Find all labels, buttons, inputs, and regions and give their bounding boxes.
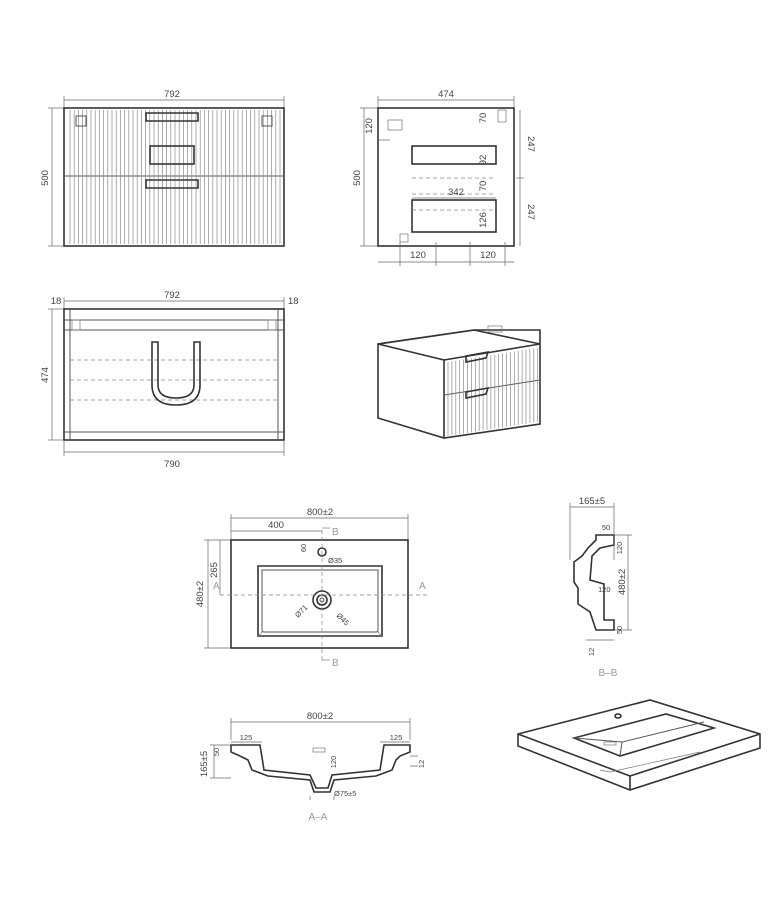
basin-depth-label: 480±2 bbox=[195, 581, 206, 607]
cabinet-isometric bbox=[377, 325, 541, 439]
basin-plan-view: 800±2 400 B 480±2 265 Ø35 60 Ø71 Ø45 A A… bbox=[195, 507, 428, 669]
section-aa: 800±2 125 125 50 165±5 120 12 Ø75±5 A–A bbox=[199, 711, 426, 823]
section-a-right-marker: A bbox=[419, 581, 426, 592]
side-depth-label: 474 bbox=[438, 89, 454, 100]
side-d247-upper: 247 bbox=[525, 136, 536, 152]
lower-drawer-box bbox=[411, 199, 497, 233]
basin-d45: Ø45 bbox=[335, 611, 351, 627]
top-depth-label: 474 bbox=[40, 367, 51, 383]
section-b-bottom-marker: B bbox=[332, 658, 339, 669]
side-d120-left: 120 bbox=[410, 250, 426, 261]
aa-drain-label: Ø75±5 bbox=[334, 789, 356, 798]
side-d342: 342 bbox=[448, 187, 464, 198]
aa-d125-right: 125 bbox=[390, 733, 403, 742]
side-view: 474 500 120 342 70 92 70 126 247 247 120… bbox=[352, 89, 536, 266]
upper-drawer-box bbox=[411, 145, 497, 165]
cabinet-top-outline bbox=[63, 308, 285, 441]
front-width-label: 792 bbox=[164, 89, 180, 100]
basin-d35: Ø35 bbox=[328, 556, 342, 565]
section-bb: 165±5 50 480±2 120 120 50 12 B–B bbox=[569, 496, 632, 679]
top-side-right: 18 bbox=[288, 296, 299, 307]
bb-section-profile bbox=[573, 534, 615, 631]
aa-d12: 12 bbox=[417, 760, 426, 768]
fluted-panel bbox=[69, 110, 281, 244]
side-d247-lower: 247 bbox=[525, 204, 536, 220]
bb-height-label: 480±2 bbox=[617, 569, 628, 595]
basin-d71: Ø71 bbox=[293, 603, 309, 619]
basin-d265: 265 bbox=[209, 562, 220, 578]
front-view: 792 500 bbox=[40, 89, 285, 247]
basin-d60: 60 bbox=[299, 544, 308, 552]
aa-section-profile bbox=[230, 744, 411, 793]
bb-d12: 12 bbox=[587, 648, 596, 656]
section-a-left-marker: A bbox=[213, 581, 220, 592]
side-d70-lower: 70 bbox=[478, 181, 489, 192]
side-d126: 126 bbox=[478, 212, 489, 228]
aa-d50: 50 bbox=[212, 748, 221, 756]
bracket-right bbox=[261, 115, 273, 127]
top-view: 792 18 18 474 790 bbox=[40, 290, 299, 470]
basin-width-label: 800±2 bbox=[307, 507, 333, 518]
aa-d125-left: 125 bbox=[240, 733, 253, 742]
cabinet-front-outline bbox=[63, 107, 285, 247]
bracket-left bbox=[75, 115, 87, 127]
top-width-bottom-label: 790 bbox=[164, 459, 180, 470]
basin-iso-tap-hole bbox=[614, 713, 622, 719]
aa-width-label: 800±2 bbox=[307, 711, 333, 722]
side-height-label: 500 bbox=[352, 170, 363, 186]
section-b-top-marker: B bbox=[332, 527, 339, 538]
bb-section-title: B–B bbox=[599, 668, 618, 679]
bb-d120-b: 120 bbox=[598, 585, 611, 594]
bb-d120-a: 120 bbox=[615, 542, 624, 555]
bb-d50-bot: 50 bbox=[615, 626, 624, 634]
fluted-drawer-fronts bbox=[447, 347, 539, 436]
side-d120-right: 120 bbox=[480, 250, 496, 261]
siphon-cutout-top bbox=[151, 341, 201, 406]
basin-iso-bowl bbox=[571, 713, 717, 757]
aa-section-title: A–A bbox=[309, 812, 328, 823]
basin-offset-label: 400 bbox=[268, 520, 284, 531]
cabinet-side-outline bbox=[377, 107, 515, 247]
bb-d50-top: 50 bbox=[602, 523, 610, 532]
aa-height-label: 165±5 bbox=[199, 751, 210, 777]
side-d70-upper: 70 bbox=[478, 113, 489, 124]
side-d92: 92 bbox=[478, 155, 489, 166]
basin-outline bbox=[230, 539, 409, 649]
siphon-cutout bbox=[149, 145, 195, 165]
top-width-label: 792 bbox=[164, 290, 180, 301]
front-height-label: 500 bbox=[40, 170, 51, 186]
side-d120-top: 120 bbox=[364, 118, 375, 134]
top-side-left: 18 bbox=[51, 296, 62, 307]
bb-top-label: 165±5 bbox=[579, 496, 605, 507]
aa-d120: 120 bbox=[329, 756, 338, 769]
basin-isometric bbox=[517, 699, 761, 791]
